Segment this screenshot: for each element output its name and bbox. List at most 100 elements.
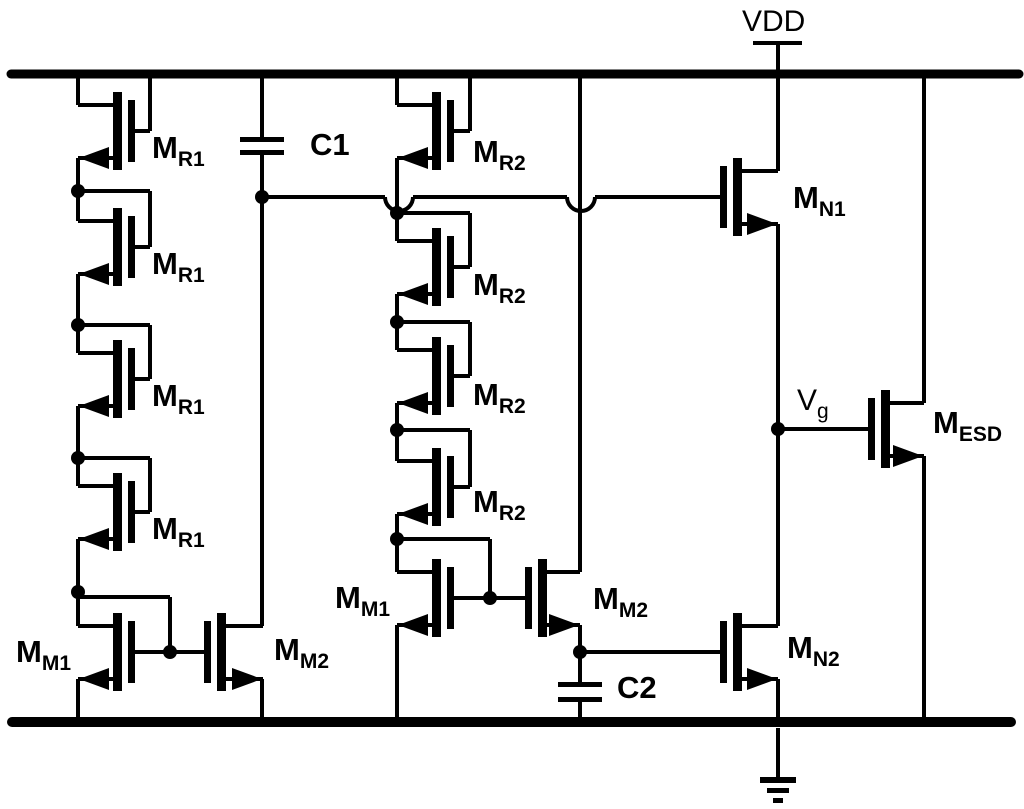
mm2-mid-drain-leg: [547, 570, 580, 574]
mr2-3-drain-leg: [397, 348, 432, 352]
mr1-1-drain-leg: [78, 103, 113, 107]
mr1-2-drain-leg: [78, 219, 113, 223]
mn2-drain-leg: [742, 624, 778, 628]
ground-bar: [773, 798, 783, 803]
wire: [76, 74, 80, 105]
wire: [262, 195, 385, 199]
mr2-4-channel-bar: [432, 448, 441, 526]
mr1-1-gate-bar: [128, 100, 135, 162]
mesd-channel-bar: [881, 390, 890, 468]
transistor-mr2-4: [397, 448, 470, 526]
crossover-hops: [383, 196, 597, 213]
junction-dots: [71, 184, 785, 659]
mesd-source-arrow-icon: [893, 445, 923, 467]
capacitor-c2-plate: [558, 682, 602, 687]
mr2-1-drain-leg: [397, 103, 432, 107]
mr2-1-gate-leg: [454, 129, 470, 133]
label-mm2-left: MM2: [274, 632, 330, 673]
junction-dot: [390, 423, 404, 437]
wire: [776, 43, 780, 171]
mr1-2-source-arrow-icon: [79, 263, 109, 285]
transistor-mr1-1: [78, 92, 150, 170]
mm1-mid-channel-bar: [432, 559, 441, 637]
junction-dot: [771, 422, 785, 436]
mesd-gate-bar: [868, 398, 875, 460]
mm1-left-gate-bar: [128, 621, 135, 683]
wire: [488, 539, 492, 598]
mr2-2-source-arrow-icon: [398, 283, 428, 305]
transistor-mr2-2: [397, 228, 470, 306]
label-mesd: MESD: [933, 405, 1003, 446]
label-mn1: MN1: [793, 180, 846, 221]
label-mr2-2: MR2: [473, 267, 526, 308]
wire: [260, 679, 264, 722]
wire: [578, 74, 582, 572]
junction-dot: [163, 645, 177, 659]
wire: [76, 539, 80, 626]
wire: [580, 650, 720, 654]
label-mr2-4: MR2: [473, 484, 526, 525]
junction-dot: [390, 532, 404, 546]
wire: [148, 458, 152, 512]
mr2-2-channel-bar: [432, 228, 441, 306]
label-vdd: VDD: [742, 5, 806, 38]
capacitor-c1-plate: [240, 150, 284, 155]
mr2-3-source-arrow-icon: [398, 392, 428, 414]
label-mr1-1: MR1: [152, 130, 205, 171]
mm2-left-source-arrow-icon: [232, 668, 262, 690]
wire: [260, 155, 264, 626]
wire: [397, 537, 490, 541]
wire: [468, 213, 472, 267]
junction-dot: [71, 318, 85, 332]
mr1-2-channel-bar: [113, 208, 122, 286]
wire: [76, 406, 80, 486]
mr2-1-source-arrow-icon: [398, 147, 428, 169]
mr1-3-drain-leg: [78, 351, 113, 355]
transistor-mr1-4: [78, 473, 150, 551]
mm1-mid-gate-bar: [447, 567, 454, 629]
mr2-3-channel-bar: [432, 337, 441, 415]
transistor-mm1-left: [78, 613, 204, 691]
wire: [148, 325, 152, 379]
mm1-left-drain-leg: [78, 624, 113, 628]
mn2-source-arrow-icon: [747, 668, 777, 690]
mn2-gate-bar: [720, 621, 727, 683]
mm1-left-source-arrow-icon: [79, 668, 109, 690]
capacitor-c2-plate: [558, 697, 602, 702]
mr1-4-drain-leg: [78, 484, 113, 488]
mr1-2-gate-bar: [128, 216, 135, 278]
wire: [595, 195, 720, 199]
junction-dot: [255, 190, 269, 204]
wire: [260, 74, 264, 137]
mr2-2-gate-leg: [454, 265, 470, 269]
label-mr1-3: MR1: [152, 378, 205, 419]
junction-dot: [71, 585, 85, 599]
wire: [468, 430, 472, 487]
label-mr1-2: MR1: [152, 246, 205, 287]
wire: [468, 74, 472, 131]
mr1-3-gate-leg: [135, 377, 150, 381]
label-vg: Vg: [797, 384, 829, 423]
mr2-3-gate-bar: [447, 345, 454, 407]
junction-dot: [71, 451, 85, 465]
crossover-hop: [565, 196, 597, 213]
mr1-4-channel-bar: [113, 473, 122, 551]
junction-dot: [483, 591, 497, 605]
capacitor-c1: [240, 137, 284, 155]
transistor-mr2-3: [397, 337, 470, 415]
label-c2: C2: [617, 670, 657, 705]
wire: [78, 456, 150, 460]
mm1-left-channel-bar: [113, 613, 122, 691]
capacitor-c2: [558, 682, 602, 702]
wire: [778, 427, 868, 431]
mr1-1-channel-bar: [113, 92, 122, 170]
junction-dot: [71, 184, 85, 198]
label-c1: C1: [310, 127, 350, 162]
mr1-1-source-arrow-icon: [79, 147, 109, 169]
mm2-left-drain-leg: [226, 624, 263, 628]
mn1-source-arrow-icon: [747, 213, 777, 235]
wire: [578, 702, 582, 722]
transistor-mr2-1: [397, 92, 470, 170]
